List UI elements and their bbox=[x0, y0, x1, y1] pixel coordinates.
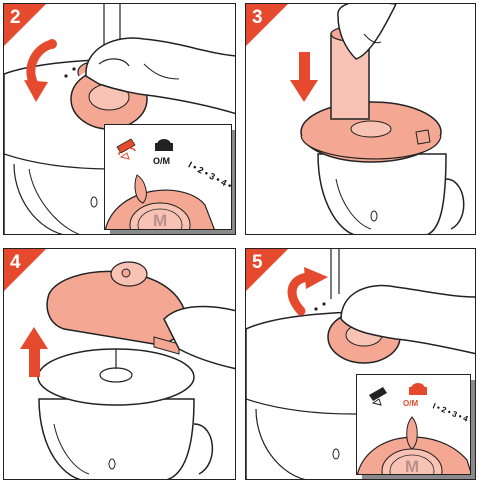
lock-mode-label: O/M bbox=[403, 399, 418, 408]
step-number: 2 bbox=[10, 7, 21, 29]
dial-letter: M bbox=[405, 457, 419, 475]
step-2-panel: 2 O/M I • 2 • 3 • 4 • 5 M bbox=[3, 3, 236, 235]
unlock-icon bbox=[409, 383, 427, 395]
dial-letter: M bbox=[153, 211, 167, 230]
step-3-panel: 3 bbox=[245, 3, 476, 235]
step-5-inset: O/M I • 2 • 3 • 4 • 5 M bbox=[356, 374, 471, 475]
step-number: 5 bbox=[252, 252, 263, 274]
step-2-inset: O/M I • 2 • 3 • 4 • 5 M bbox=[104, 124, 232, 230]
step-5-panel: 5 O/M I • 2 • 3 • 4 • 5 M bbox=[245, 248, 476, 480]
step-4-illustration bbox=[4, 249, 236, 480]
lock-icon bbox=[369, 387, 387, 405]
step-4-panel: 4 bbox=[3, 248, 236, 480]
unlock-icon bbox=[117, 139, 135, 159]
step-3-illustration bbox=[246, 4, 476, 235]
step-number: 4 bbox=[10, 252, 21, 274]
step-number: 3 bbox=[252, 7, 263, 29]
lock-icon bbox=[155, 139, 173, 151]
lock-mode-label: O/M bbox=[153, 156, 170, 166]
